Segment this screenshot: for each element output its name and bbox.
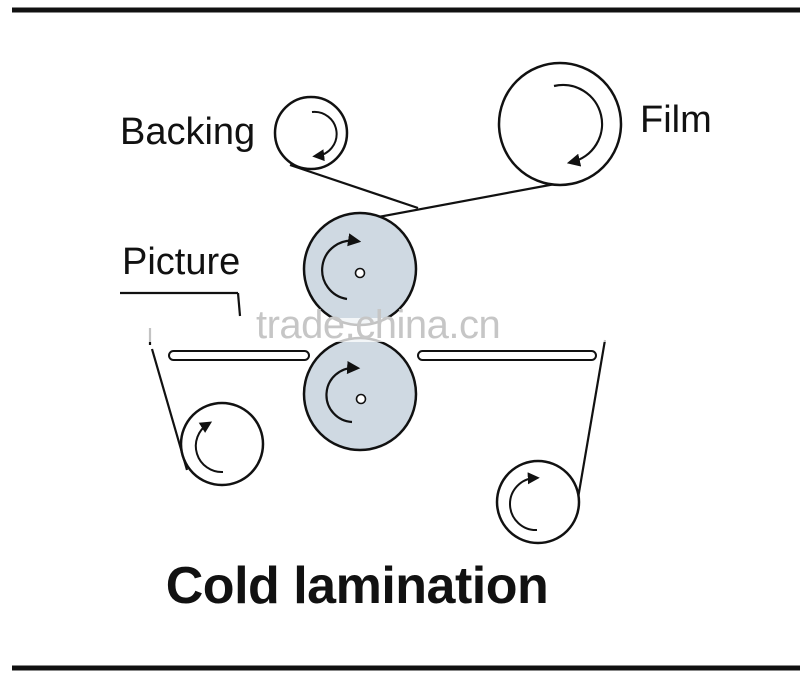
backing-roll bbox=[273, 95, 349, 171]
watermark-band bbox=[146, 318, 616, 342]
roller-axle bbox=[355, 393, 367, 405]
left-feed-tray bbox=[168, 350, 310, 361]
web-lines bbox=[120, 163, 607, 511]
picture-label: Picture bbox=[122, 241, 241, 283]
clockwise-arrow-icon bbox=[194, 421, 224, 474]
clockwise-arrow-icon bbox=[553, 83, 604, 167]
backing-web bbox=[289, 163, 419, 210]
clockwise-arrow-icon bbox=[509, 472, 540, 532]
diagram-title: Cold lamination bbox=[165, 557, 549, 615]
lower-right-web bbox=[574, 339, 607, 511]
right-feed-tray bbox=[417, 350, 597, 361]
lower-left-roll bbox=[179, 401, 265, 487]
picture-feed bbox=[236, 292, 242, 317]
lower-pressure-roller bbox=[302, 336, 418, 452]
clockwise-arrow-icon bbox=[311, 110, 338, 162]
upper-pressure-roller bbox=[302, 211, 418, 327]
backing-label: Backing bbox=[120, 111, 256, 153]
lower-right-roll bbox=[495, 459, 581, 545]
film-label: Film bbox=[640, 99, 712, 141]
counterclockwise-arrow-icon bbox=[321, 233, 362, 301]
watermark: trade.china.cn bbox=[256, 303, 501, 347]
roller-axle bbox=[354, 267, 366, 279]
film-web bbox=[361, 180, 567, 222]
counterclockwise-arrow-icon bbox=[325, 360, 361, 424]
film-roll bbox=[497, 61, 623, 187]
